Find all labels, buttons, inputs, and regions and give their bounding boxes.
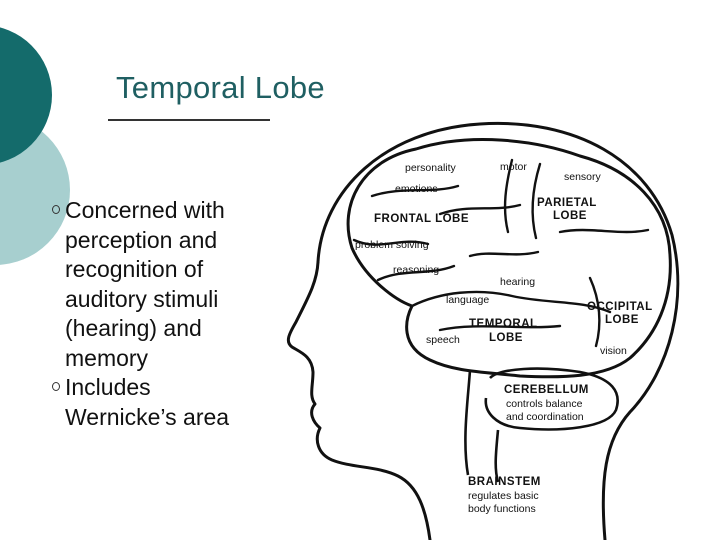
label-cerebellum-desc-1: controls balance (506, 398, 583, 410)
brainstem-shape (464, 369, 500, 483)
label-cerebellum: CEREBELLUM (504, 384, 589, 396)
head-outline (316, 121, 680, 540)
bullet-line: perception and (65, 226, 218, 253)
label-vision: vision (600, 345, 627, 357)
label-brainstem: BRAINSTEM (468, 476, 541, 488)
sulcus-line (438, 324, 562, 332)
label-parietal-lobe: LOBE (553, 210, 587, 222)
sulcus-line (531, 162, 542, 240)
bullet-marker-icon (52, 382, 60, 391)
cerebellum-shape (484, 367, 619, 431)
sulcus-line (438, 203, 522, 216)
sulcus-line (370, 184, 460, 198)
sulcus-line (558, 228, 650, 234)
bullet-line: memory (65, 344, 149, 371)
lateral-fissure (410, 290, 612, 314)
bullet-item: Includes Wernicke’s area (52, 373, 282, 432)
slide-title: Temporal Lobe (116, 70, 325, 105)
label-motor: motor (500, 161, 527, 173)
label-brainstem-desc-2: body functions (468, 503, 536, 515)
brain-diagram: personality motor sensory emotions PARIE… (286, 121, 680, 540)
label-reasoning: reasoning (393, 264, 439, 276)
bullet-item: Concerned with perception and recognitio… (52, 196, 282, 373)
label-hearing: hearing (500, 276, 535, 288)
label-frontal-lobe: FRONTAL LOBE (374, 213, 469, 225)
label-personality: personality (405, 162, 457, 174)
bullet-line: (hearing) and (65, 315, 202, 341)
label-emotions: emotions (395, 183, 438, 195)
label-cerebellum-desc-2: and coordination (506, 411, 584, 423)
face-profile (286, 260, 432, 540)
title-underline (108, 119, 270, 121)
bullet-line: auditory stimuli (65, 285, 219, 312)
label-sensory: sensory (564, 171, 602, 183)
label-speech: speech (426, 334, 460, 346)
bullet-list: Concerned with perception and recognitio… (52, 196, 282, 432)
sulcus-line (352, 238, 430, 246)
bullet-line: Concerned with (65, 197, 225, 223)
dark-teal-circle (0, 27, 52, 163)
label-temporal-lobe: LOBE (489, 332, 523, 344)
label-problem-solving: problem solving (355, 239, 429, 251)
label-occipital: OCCIPITAL (587, 301, 653, 313)
sulcus-line (376, 264, 456, 282)
bullet-line: recognition of (65, 256, 204, 282)
label-temporal: TEMPORAL (469, 318, 538, 330)
central-sulcus (503, 158, 514, 234)
label-parietal: PARIETAL (537, 197, 597, 209)
sulcus-line (588, 276, 601, 348)
bullet-line: Wernicke’s area (65, 403, 230, 430)
bullet-line: Includes (65, 374, 151, 400)
sulcus-line (468, 250, 540, 258)
brain-outline (346, 138, 672, 379)
decorative-circles (0, 27, 70, 265)
label-occipital-lobe: LOBE (605, 314, 639, 326)
label-language: language (446, 294, 489, 306)
label-brainstem-desc-1: regulates basic (468, 490, 539, 502)
bullet-marker-icon (52, 205, 60, 214)
